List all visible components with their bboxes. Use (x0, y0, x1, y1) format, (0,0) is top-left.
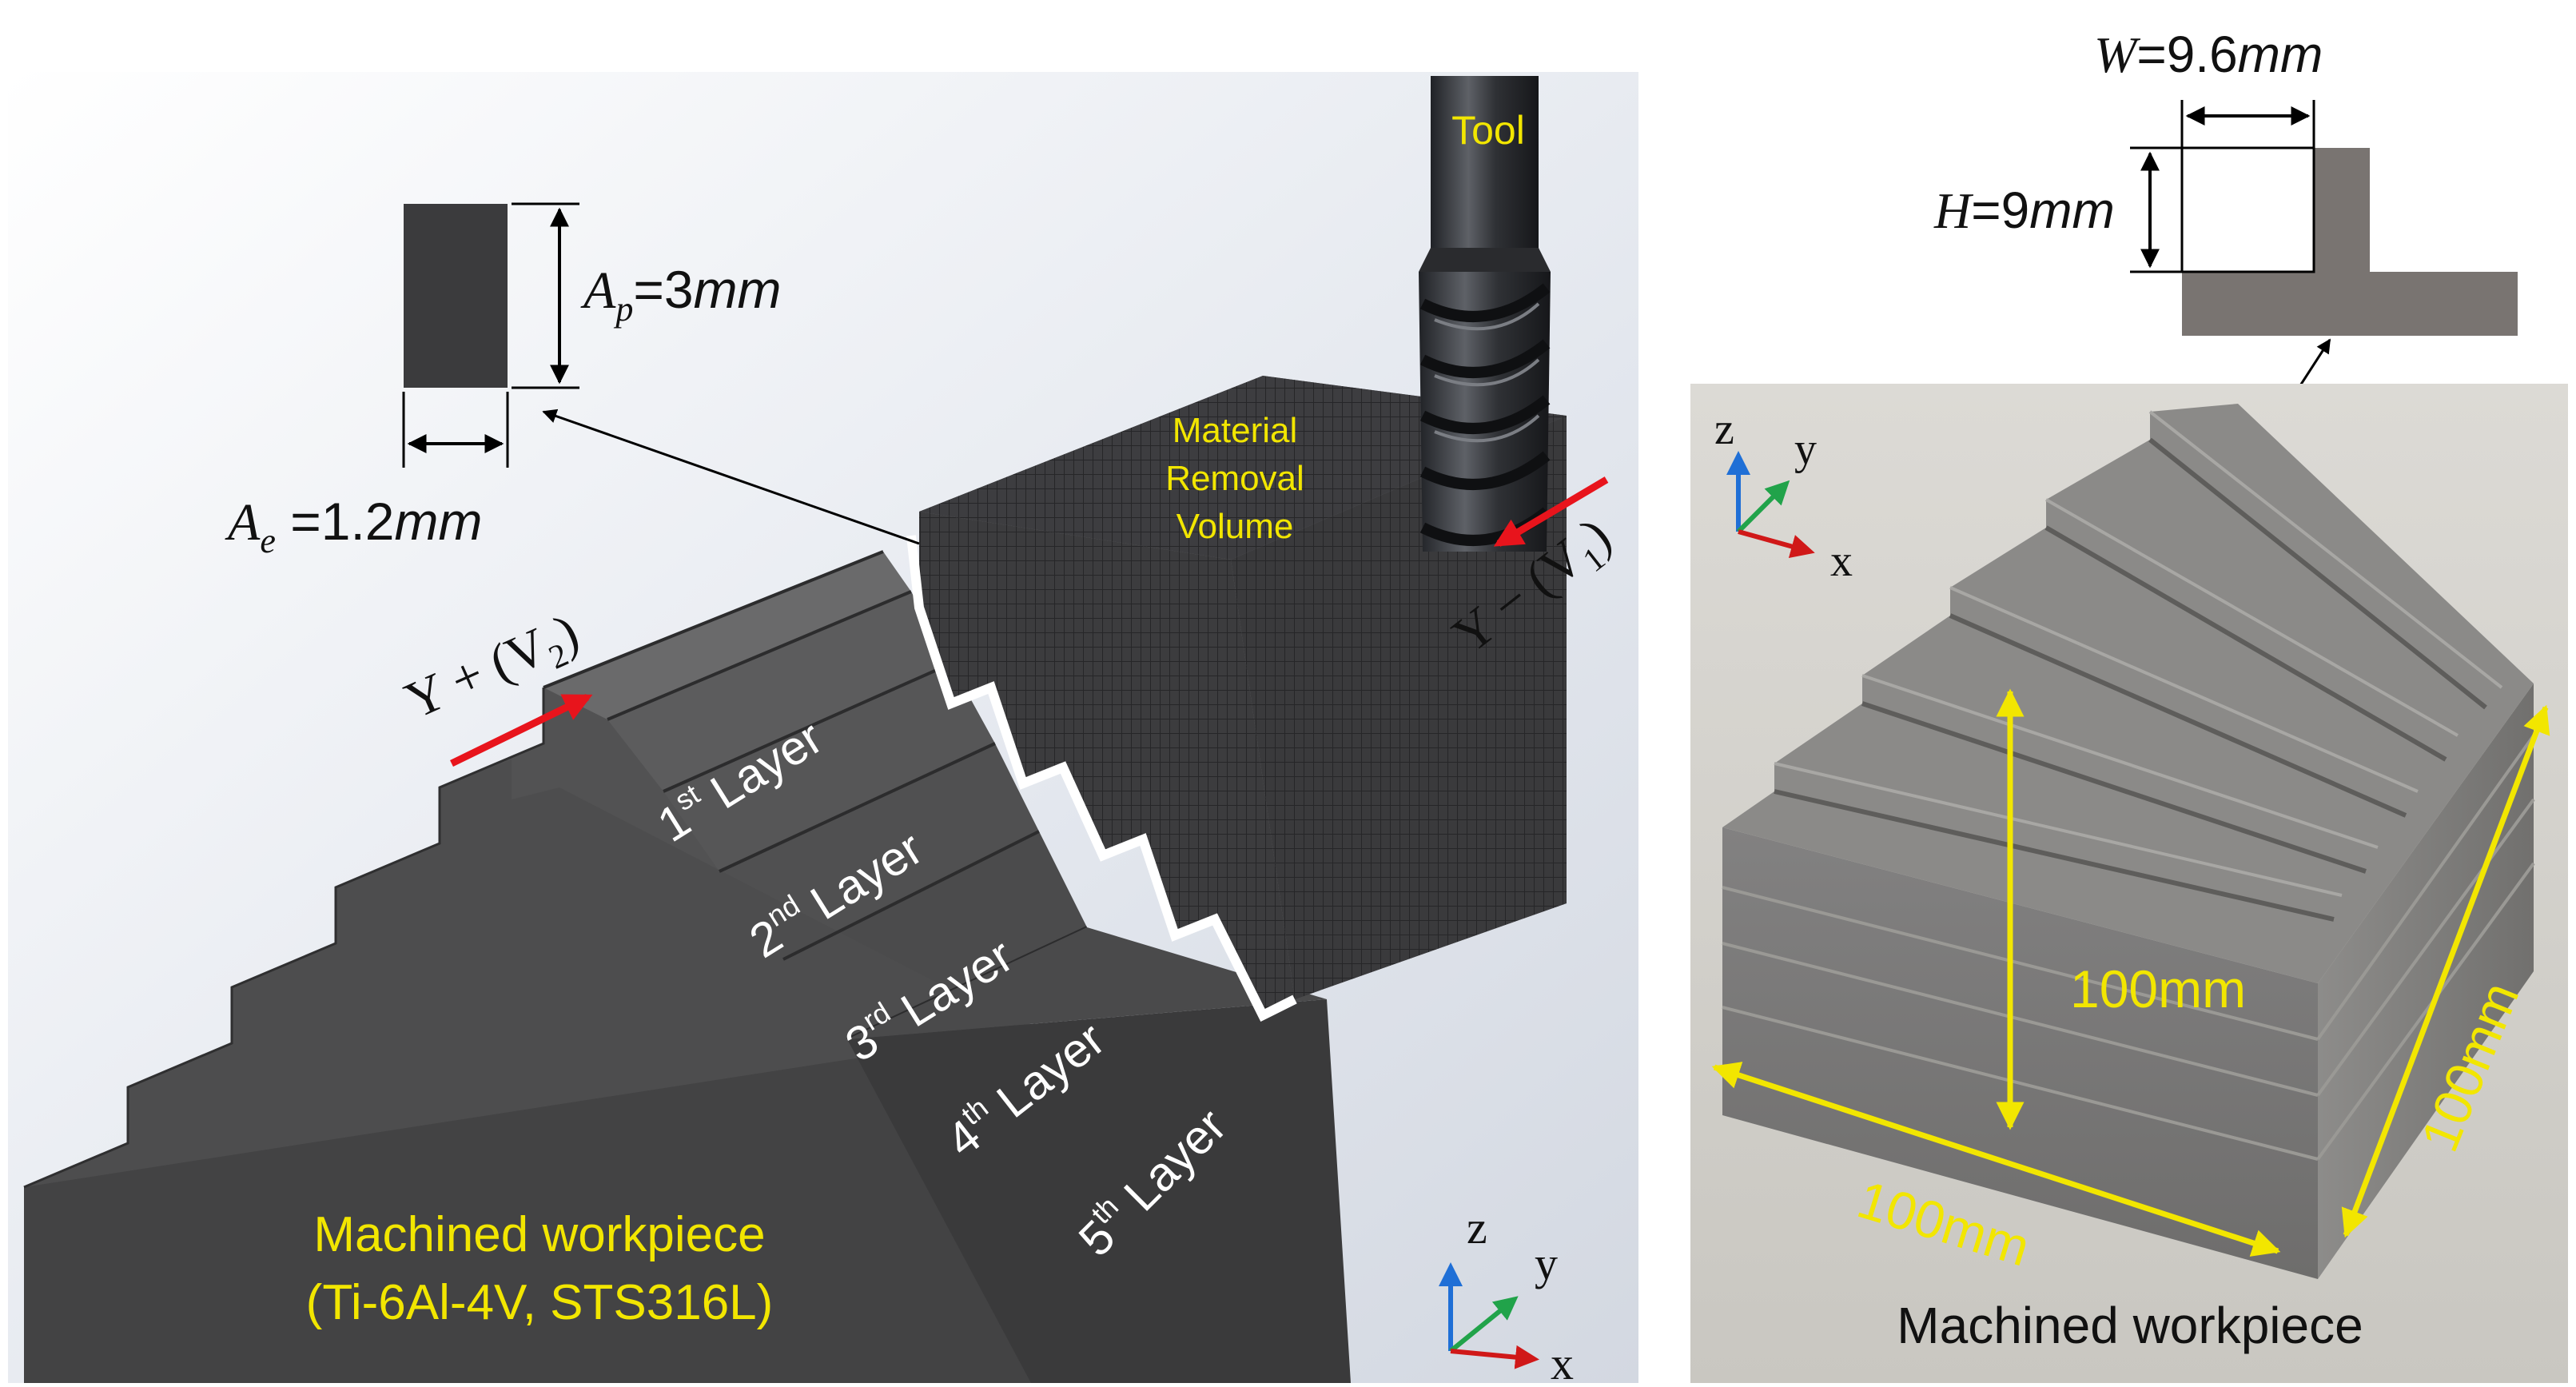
right-z-label: z (1714, 405, 1734, 454)
h-label: H=9mm (1933, 181, 2115, 239)
left-panel: Tool Material Removal Volume Y + (V2) Y … (8, 72, 1638, 1387)
depth-dimension-arrow (2341, 704, 2550, 1238)
end-mill-tool (1419, 76, 1551, 552)
machined-workpiece-model (23, 550, 1351, 1383)
material-removal-volume (906, 376, 1567, 1022)
right-x-label: x (1830, 536, 1853, 586)
left-workpiece-label-line1: Machined workpiece (313, 1207, 765, 1262)
left-x-axis (1450, 1345, 1539, 1369)
ap-label: Ap=3mm (580, 260, 782, 329)
cross-section-leader (542, 409, 920, 545)
mrv-label-line3: Volume (1177, 507, 1294, 546)
left-axis-triad: z y x (1439, 1202, 1574, 1387)
ae-label: Ae =1.2mm (225, 492, 482, 560)
left-workpiece-label-line2: (Ti-6Al-4V, STS316L) (306, 1275, 774, 1330)
left-z-label: z (1467, 1202, 1487, 1253)
right-panel: W=9.6mm H=9mm 100mm 100mm 100mm (1690, 26, 2568, 1383)
cutting-cross-section: Ap=3mm Ae =1.2mm (225, 202, 920, 560)
width-dimension-arrow (1711, 1062, 2281, 1257)
right-y-label: y (1794, 424, 1817, 474)
left-x-label: x (1551, 1337, 1574, 1387)
left-y-label: y (1535, 1238, 1558, 1289)
right-axis-triad: z y x (1714, 405, 1853, 586)
workpiece-photo: 100mm 100mm 100mm z y x Machined workpie… (1690, 384, 2568, 1383)
tool-label: Tool (1451, 108, 1525, 153)
feed-arrow-minus (1493, 476, 1609, 547)
cross-section-rect (404, 204, 508, 388)
right-y-axis (1736, 480, 1790, 534)
left-y-axis (1449, 1296, 1519, 1353)
mrv-label-line1: Material (1173, 411, 1298, 450)
deposited-bead-profile: W=9.6mm H=9mm (1933, 26, 2518, 409)
photo-caption: Machined workpiece (1897, 1297, 2363, 1354)
w-label: W=9.6mm (2094, 26, 2323, 83)
profile-base (2182, 272, 2518, 336)
height-dimension-label: 100mm (2070, 959, 2246, 1018)
profile-rib (2314, 148, 2370, 276)
material-removal-volume-label: Material Removal Volume (1165, 411, 1304, 546)
right-x-axis (1738, 529, 1815, 559)
feed-arrow-plus (450, 693, 593, 767)
mrv-label-line2: Removal (1165, 459, 1304, 498)
